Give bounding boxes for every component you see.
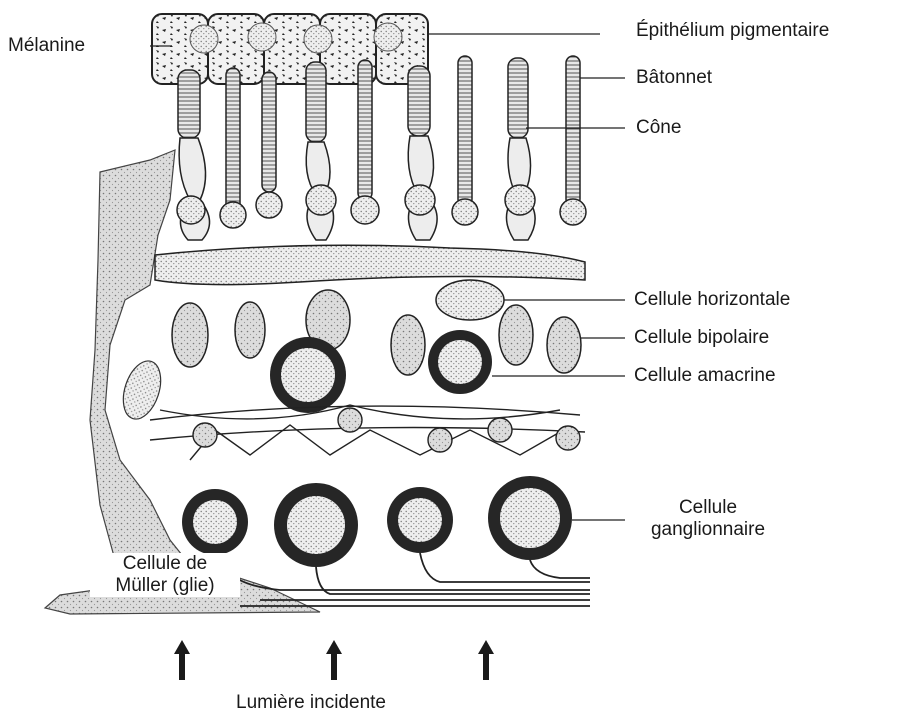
up-arrow-icon: [326, 640, 342, 680]
light-arrows: [174, 640, 494, 680]
up-arrow-icon: [478, 640, 494, 680]
label-muller: Cellule de Müller (glie): [90, 553, 240, 597]
label-amacrine: Cellule amacrine: [634, 365, 776, 387]
outer-plexiform-band: [155, 245, 585, 284]
label-bipolaire: Cellule bipolaire: [634, 327, 769, 349]
label-batonnet: Bâtonnet: [636, 67, 712, 89]
label-ganglionnaire: Cellule ganglionnaire: [628, 497, 788, 541]
label-ganglionnaire-line2: ganglionnaire: [628, 519, 788, 541]
label-muller-line1: Cellule de: [90, 553, 240, 575]
amacrine-cells: [270, 330, 492, 413]
inner-plexiform-network: [150, 405, 585, 460]
label-ganglionnaire-line1: Cellule: [628, 497, 788, 519]
label-melanine: Mélanine: [8, 35, 85, 57]
ganglion-cells: [182, 476, 572, 567]
muller-nucleus: [117, 356, 168, 424]
bipolar-cells: [172, 290, 581, 375]
label-epithelium: Épithélium pigmentaire: [636, 20, 829, 42]
label-muller-line2: Müller (glie): [90, 575, 240, 597]
up-arrow-icon: [174, 640, 190, 680]
horizontal-cell-body: [436, 280, 504, 320]
label-cone: Cône: [636, 117, 681, 139]
label-horizontale: Cellule horizontale: [634, 289, 790, 311]
label-lumiere: Lumière incidente: [236, 692, 386, 714]
